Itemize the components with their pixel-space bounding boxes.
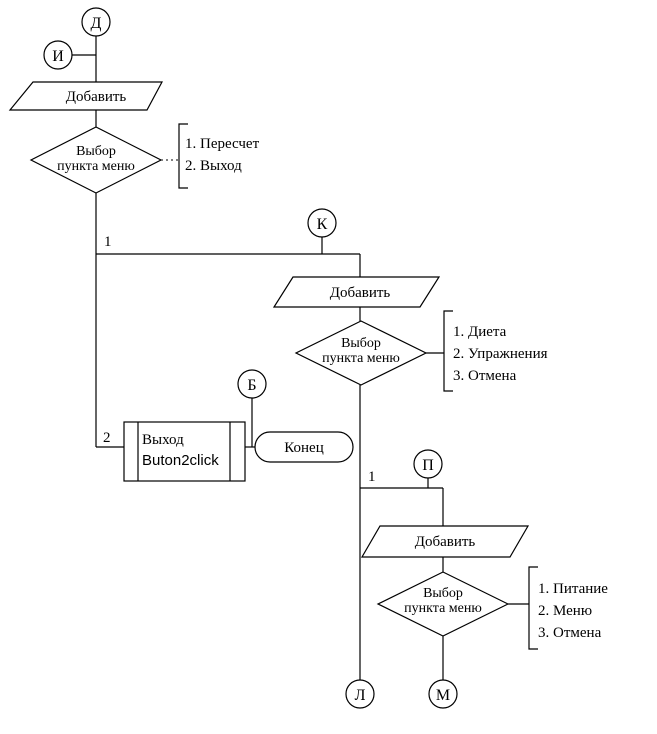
comment-top-item-1: 1. Пересчет xyxy=(185,136,260,152)
branch-label-top-2: 2 xyxy=(103,430,111,446)
io-block-top-label: Добавить xyxy=(66,89,127,105)
terminator-label: Конец xyxy=(284,440,323,456)
connector-l-label: Л xyxy=(355,687,366,704)
io-block-middle xyxy=(272,276,441,308)
decision-middle xyxy=(294,320,428,386)
connector-k-label: К xyxy=(317,216,328,233)
decision-middle-line2: пункта меню xyxy=(322,351,400,366)
decision-top-line2: пункта меню xyxy=(57,159,135,174)
decision-middle-line1: Выбор xyxy=(341,336,381,351)
comment-bracket-middle xyxy=(443,310,453,392)
comment-bracket-bottom xyxy=(528,566,538,650)
io-block-bottom xyxy=(360,525,530,558)
comment-top-item-2: 2. Выход xyxy=(185,158,242,174)
comment-bottom-item-3: 3. Отмена xyxy=(538,625,602,641)
branch-label-top-1: 1 xyxy=(104,234,112,250)
comment-middle-item-1: 1. Диета xyxy=(453,324,507,340)
comment-bracket-top xyxy=(178,123,188,189)
comment-middle-item-2: 2. Упражнения xyxy=(453,346,548,362)
io-block-top xyxy=(8,81,164,111)
process-line1: Выход xyxy=(142,432,184,448)
process-block-exit xyxy=(123,421,246,482)
comment-bottom-item-2: 2. Меню xyxy=(538,603,592,619)
connector-i-label: И xyxy=(52,48,64,65)
connector-p-label: П xyxy=(422,457,434,474)
comment-middle-item-3: 3. Отмена xyxy=(453,368,517,384)
decision-top-line1: Выбор xyxy=(76,144,116,159)
io-block-bottom-label: Добавить xyxy=(415,534,476,550)
decision-bottom-line2: пункта меню xyxy=(404,601,482,616)
connector-m xyxy=(428,679,458,709)
connector-m-label: М xyxy=(436,687,450,704)
io-block-middle-label: Добавить xyxy=(330,285,391,301)
connector-l xyxy=(345,679,375,709)
connector-d-label: Д xyxy=(91,15,102,32)
comment-bottom-item-1: 1. Питание xyxy=(538,581,608,597)
terminator-end xyxy=(254,431,354,463)
process-line2: Buton2click xyxy=(142,452,219,469)
decision-bottom-line1: Выбор xyxy=(423,586,463,601)
branch-label-middle-1: 1 xyxy=(368,469,376,485)
connector-b-label: Б xyxy=(247,377,256,394)
